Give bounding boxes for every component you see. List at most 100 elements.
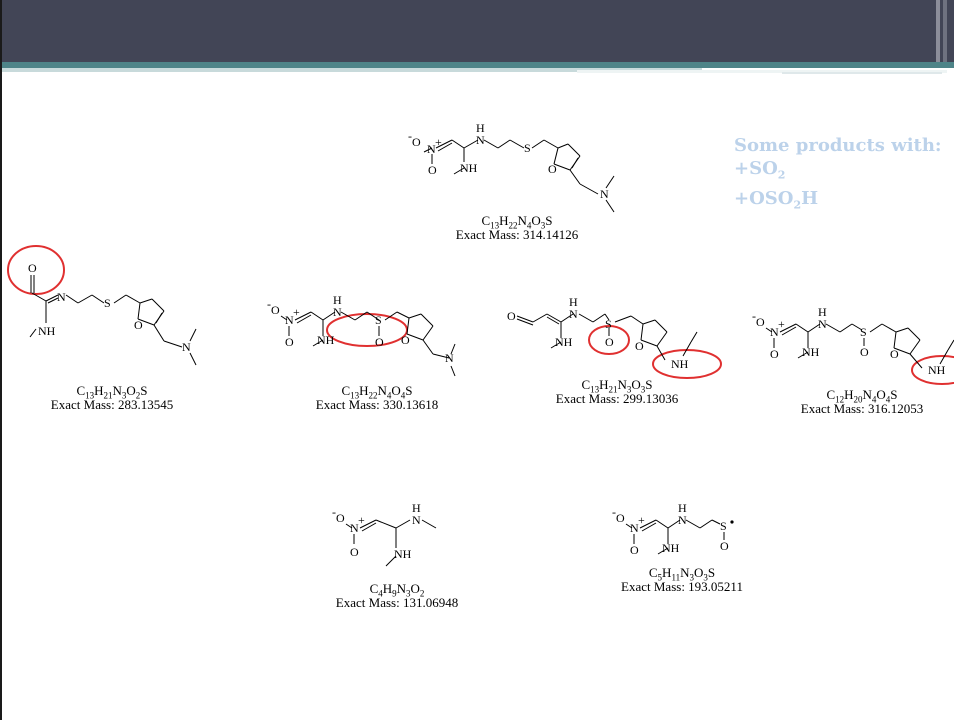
product-4-mass: Exact Mass: 316.12053 [800,401,924,416]
atom-nh: NH [802,345,820,359]
product-1-formula: C13H21N3O2S [76,383,148,401]
atom-o: O [285,335,294,349]
charge-minus: - [408,129,412,143]
product-2-drawing: O - N + O H N NH S O O N [267,293,456,377]
atom-s: S [720,519,727,533]
highlight-circle [7,245,65,295]
atom-nh: NH [317,333,335,347]
atom-s: S [375,313,382,327]
header-white-band [782,72,942,74]
atom-sulfoxide-o: O [720,539,729,553]
charge-plus: + [293,305,300,319]
atom-n-plus: N [630,521,639,535]
radical-dot [730,520,734,524]
product-1-drawing: O N NH S O N [7,245,197,366]
parent-structure: O - N + O H N NH S O N [402,118,632,218]
product-3-structure: O H N NH S O O NH [507,295,732,380]
atom-sulfoxide-o: O [860,345,869,359]
product-6-structure: O - N + O H N NH S O [612,500,752,564]
product-2-structure: O - N + O H N NH S O O N [267,292,477,382]
header-edge-mark [936,0,940,62]
atom-o: O [630,543,639,557]
header-thin-band [577,70,947,73]
atom-n: N [818,317,827,331]
atom-o: O [350,545,359,559]
atom-h: H [818,305,827,319]
atom-furan-o: O [401,333,410,347]
atom-s: S [860,325,867,339]
product-5-mass: Exact Mass: 131.06948 [335,595,459,610]
atom-nh: NH [38,324,56,338]
charge-minus: - [752,309,756,323]
product-4-formula: C12H20N4O4S [826,387,898,405]
atom-h: H [476,121,485,135]
header-accent-band [2,62,954,68]
atom-o-minus: O [616,511,625,525]
atom-n: N [333,305,342,319]
charge-minus: - [612,505,616,519]
atom-n-plus: N [427,142,436,156]
product-6-drawing: O - N + O H N NH S O [612,501,734,557]
product-1-mass: Exact Mass: 283.13545 [50,397,174,412]
charge-plus: + [358,513,365,527]
atom-n: N [569,307,578,321]
annotation-line-1: Some products with: [734,135,942,156]
product-5-formula: C4H9N3O2 [369,581,425,599]
product-2-mass: Exact Mass: 330.13618 [315,397,439,412]
header-edge-mark-2 [943,0,947,62]
atom-o-minus: O [271,303,280,317]
atom-o-minus: O [336,511,345,525]
atom-s: S [104,296,111,310]
charge-minus: - [332,505,336,519]
atom-n-dimethyl: N [182,340,191,354]
atom-s: S [524,141,531,155]
atom-n-plus: N [770,325,779,339]
atom-nh: NH [460,161,478,175]
product-4-drawing: O - N + O H N NH S O O NH [752,305,954,385]
atom-nh-methyl: NH [671,357,689,371]
atom-nh: NH [555,335,573,349]
product-5-drawing: O - N + O H N NH [332,501,437,567]
atom-o-minus: O [756,315,765,329]
charge-plus: + [778,317,785,331]
highlight-circle-amine [911,355,954,385]
atom-n: N [412,513,421,527]
atom-nh: NH [662,541,680,555]
atom-n: N [678,513,687,527]
charge-plus: + [435,135,442,149]
atom-n-dimethyl: N [445,351,454,365]
atom-n: N [476,133,485,147]
atom-aldehyde-o: O [507,309,516,323]
product-3-drawing: O H N NH S O O NH [507,295,722,379]
atom-n-dimethyl: N [600,187,609,201]
product-4-structure: O - N + O H N NH S O O NH [752,304,954,386]
header-light-band [2,68,702,72]
slide-header-bar [2,0,954,62]
product-5-structure: O - N + O H N NH [332,500,462,580]
parent-structure-drawing: O - N + O H N NH S O N [408,121,615,213]
parent-formula: C13H22N4O3S [481,213,553,231]
product-3-formula: C13H21N3O3S [581,377,653,395]
atom-sulfoxide-o: O [375,335,384,349]
atom-nh-methyl: NH [928,363,946,377]
atom-sulfoxide-o: O [605,335,614,349]
atom-o-minus: O [412,135,421,149]
annotation-line-2: +SO2 [734,158,786,182]
atom-furan-o: O [635,339,644,353]
atom-s: S [605,317,612,331]
atom-h: H [678,501,687,515]
atom-o: O [770,347,779,361]
product-3-mass: Exact Mass: 299.13036 [555,391,679,406]
atom-furan-o: O [890,347,899,361]
atom-n: N [57,290,66,304]
atom-n-plus: N [350,521,359,535]
atom-nh: NH [394,547,412,561]
atom-n-plus: N [285,313,294,327]
product-1-structure: O N NH S O N [6,245,211,377]
product-6-formula: C5H11N3O3S [648,565,716,583]
atom-o: O [28,261,37,275]
atom-h: H [412,501,421,515]
parent-mass: Exact Mass: 314.14126 [455,227,579,242]
charge-minus: - [267,297,271,311]
